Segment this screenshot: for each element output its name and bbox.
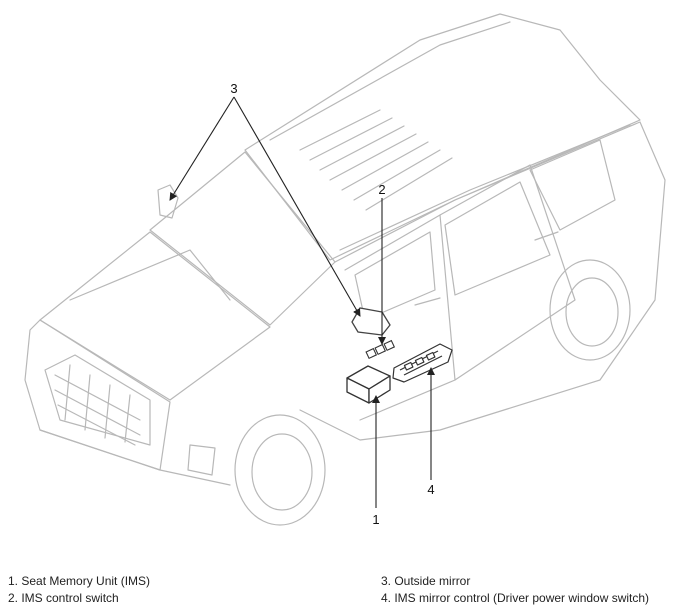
roof-rail-right xyxy=(339,124,631,251)
rear-wheel xyxy=(549,259,631,361)
front-window xyxy=(354,231,436,321)
roof xyxy=(244,13,641,261)
leader-3b xyxy=(233,96,361,317)
grille-pattern xyxy=(54,364,141,446)
fog-lamp xyxy=(187,444,216,476)
legend-left: 1. Seat Memory Unit (IMS) 2. IMS control… xyxy=(8,573,150,607)
leader-3a xyxy=(169,96,235,201)
legend-right: 3. Outside mirror 4. IMS mirror control … xyxy=(381,573,649,607)
front-wheel xyxy=(234,414,326,526)
legend-item-2: 2. IMS control switch xyxy=(8,591,119,605)
rear-window xyxy=(444,181,551,296)
driver-power-window-switch xyxy=(392,343,453,383)
front-fascia xyxy=(24,319,171,471)
rear-door xyxy=(439,164,576,381)
legend-item-1: 1. Seat Memory Unit (IMS) xyxy=(8,574,151,588)
callout-2: 2 xyxy=(378,182,385,197)
outside-mirror-left xyxy=(157,184,179,219)
quarter-window xyxy=(529,139,616,231)
side-body xyxy=(299,121,666,441)
seat-memory-unit xyxy=(346,365,391,404)
hood xyxy=(39,231,271,401)
vehicle-outline xyxy=(24,13,666,526)
grille xyxy=(44,354,151,446)
windshield xyxy=(149,151,336,326)
callout-3: 3 xyxy=(230,81,237,96)
front-wheel-rim xyxy=(251,433,313,511)
bumper xyxy=(39,429,231,486)
door-handle-rear xyxy=(534,231,559,241)
legend-item-4: 4. IMS mirror control (Driver power wind… xyxy=(381,591,650,605)
hood-crease xyxy=(69,249,231,301)
ims-control-switch xyxy=(365,339,396,360)
door-handle-front xyxy=(414,297,441,306)
sunroof-lines xyxy=(299,109,453,211)
vehicle-ims-diagram: 3 2 1 4 xyxy=(24,13,666,527)
roof-rail-left xyxy=(269,21,511,141)
callout-4: 4 xyxy=(427,482,434,497)
leader-lines xyxy=(169,96,435,508)
rear-wheel-rim xyxy=(565,277,619,347)
legend-item-3: 3. Outside mirror xyxy=(381,574,471,588)
front-door xyxy=(344,214,456,421)
callout-1: 1 xyxy=(372,512,379,527)
